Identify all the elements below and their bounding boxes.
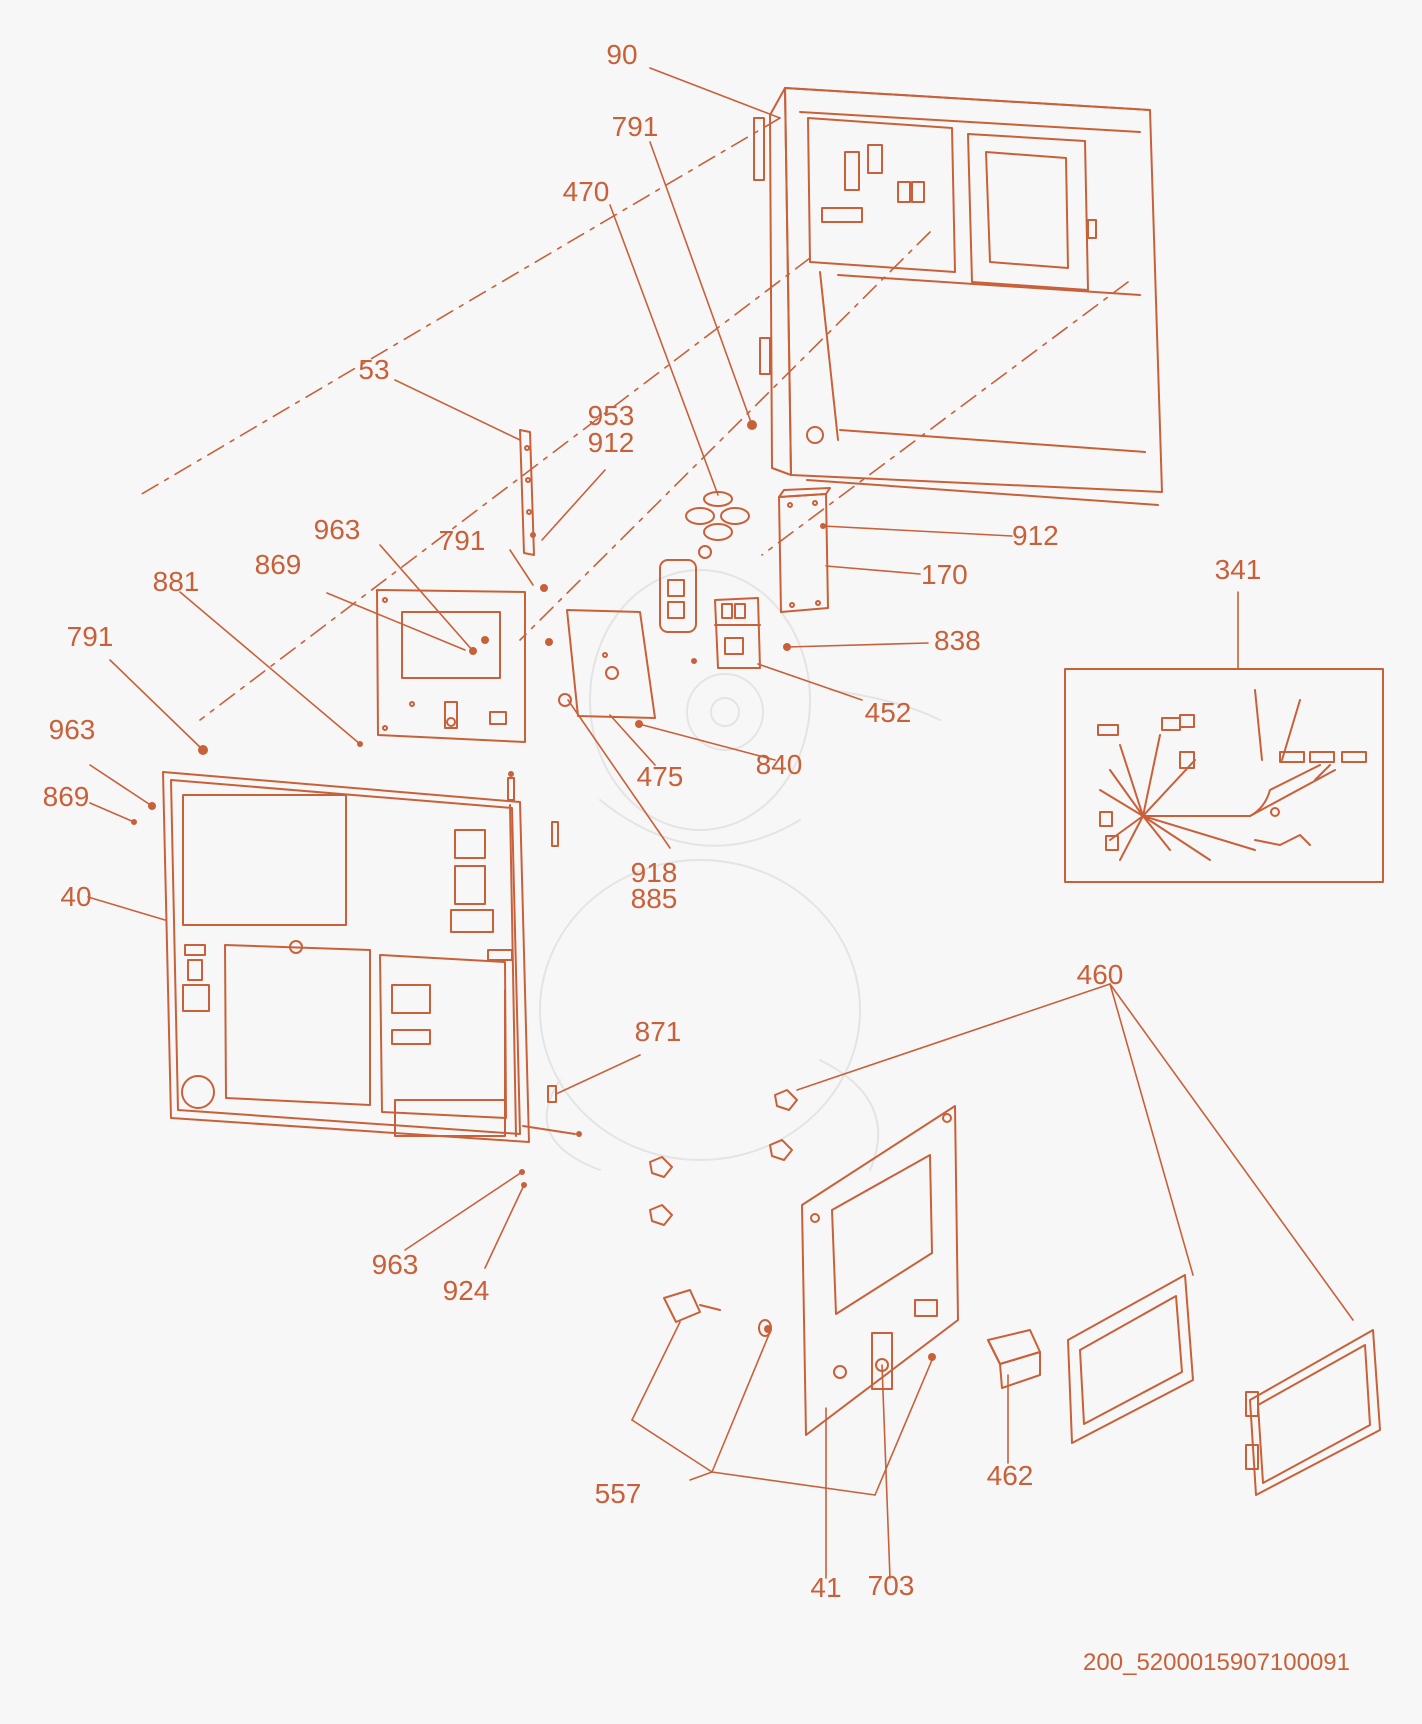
callout-840: 840: [755, 749, 803, 780]
callout-881: 881: [152, 566, 200, 597]
callout-40: 40: [60, 881, 92, 912]
toggle-switch: [663, 1289, 772, 1337]
callout-885: 885: [630, 883, 678, 914]
callout-462: 462: [986, 1460, 1034, 1491]
display-bracket: [376, 589, 526, 743]
callout-791-top: 791: [611, 111, 659, 142]
construction-lines: [139, 117, 1129, 721]
panel-clips: [649, 1089, 798, 1226]
callout-557: 557: [594, 1478, 642, 1509]
callout-963-upper: 963: [313, 514, 361, 545]
callout-912-left: 912: [587, 427, 635, 458]
callout-963-left: 963: [48, 714, 96, 745]
front-door-panel: [162, 771, 530, 1143]
callout-41: 41: [810, 1572, 842, 1603]
callout-791-left: 791: [66, 621, 114, 652]
callout-838: 838: [934, 625, 981, 656]
callout-953: 953: [587, 400, 635, 431]
circuit-breaker: [714, 597, 761, 669]
relay-bracket: [778, 487, 831, 613]
callout-170: 170: [921, 559, 968, 590]
display-bezel-left: [1067, 1274, 1194, 1444]
wiring-harness-box: [1064, 668, 1384, 883]
enclosure-rear-housing: [753, 87, 1163, 506]
mounting-plate: [558, 609, 656, 719]
display-bezel-right: [1245, 1329, 1381, 1496]
callout-452: 452: [864, 697, 912, 728]
callout-871: 871: [634, 1016, 682, 1047]
callout-791-middle: 791: [438, 525, 486, 556]
vertical-rail: [519, 429, 535, 556]
callout-924: 924: [442, 1275, 490, 1306]
callout-341: 341: [1214, 554, 1262, 585]
callout-869-upper: 869: [254, 549, 302, 580]
callout-703: 703: [867, 1570, 915, 1601]
document-id: 200_5200015907100091: [1083, 1649, 1350, 1676]
switch-housing: [659, 559, 697, 633]
callout-leader-lines: [87, 67, 1354, 1579]
dragon-watermark: [539, 569, 941, 1171]
callout-869-left: 869: [42, 781, 90, 812]
callout-918: 918: [630, 857, 678, 888]
callout-963-lower: 963: [371, 1249, 419, 1280]
toroid-coils: [685, 491, 750, 559]
fuse-box: [987, 1329, 1041, 1389]
callout-53: 53: [358, 354, 390, 385]
callout-475: 475: [636, 761, 684, 792]
callout-912-right: 912: [1012, 520, 1059, 551]
callout-90: 90: [606, 39, 638, 70]
hinge-pins: [507, 777, 576, 1135]
front-cover-plate: [801, 1105, 959, 1436]
callout-460: 460: [1076, 959, 1124, 990]
callout-470: 470: [562, 176, 610, 207]
